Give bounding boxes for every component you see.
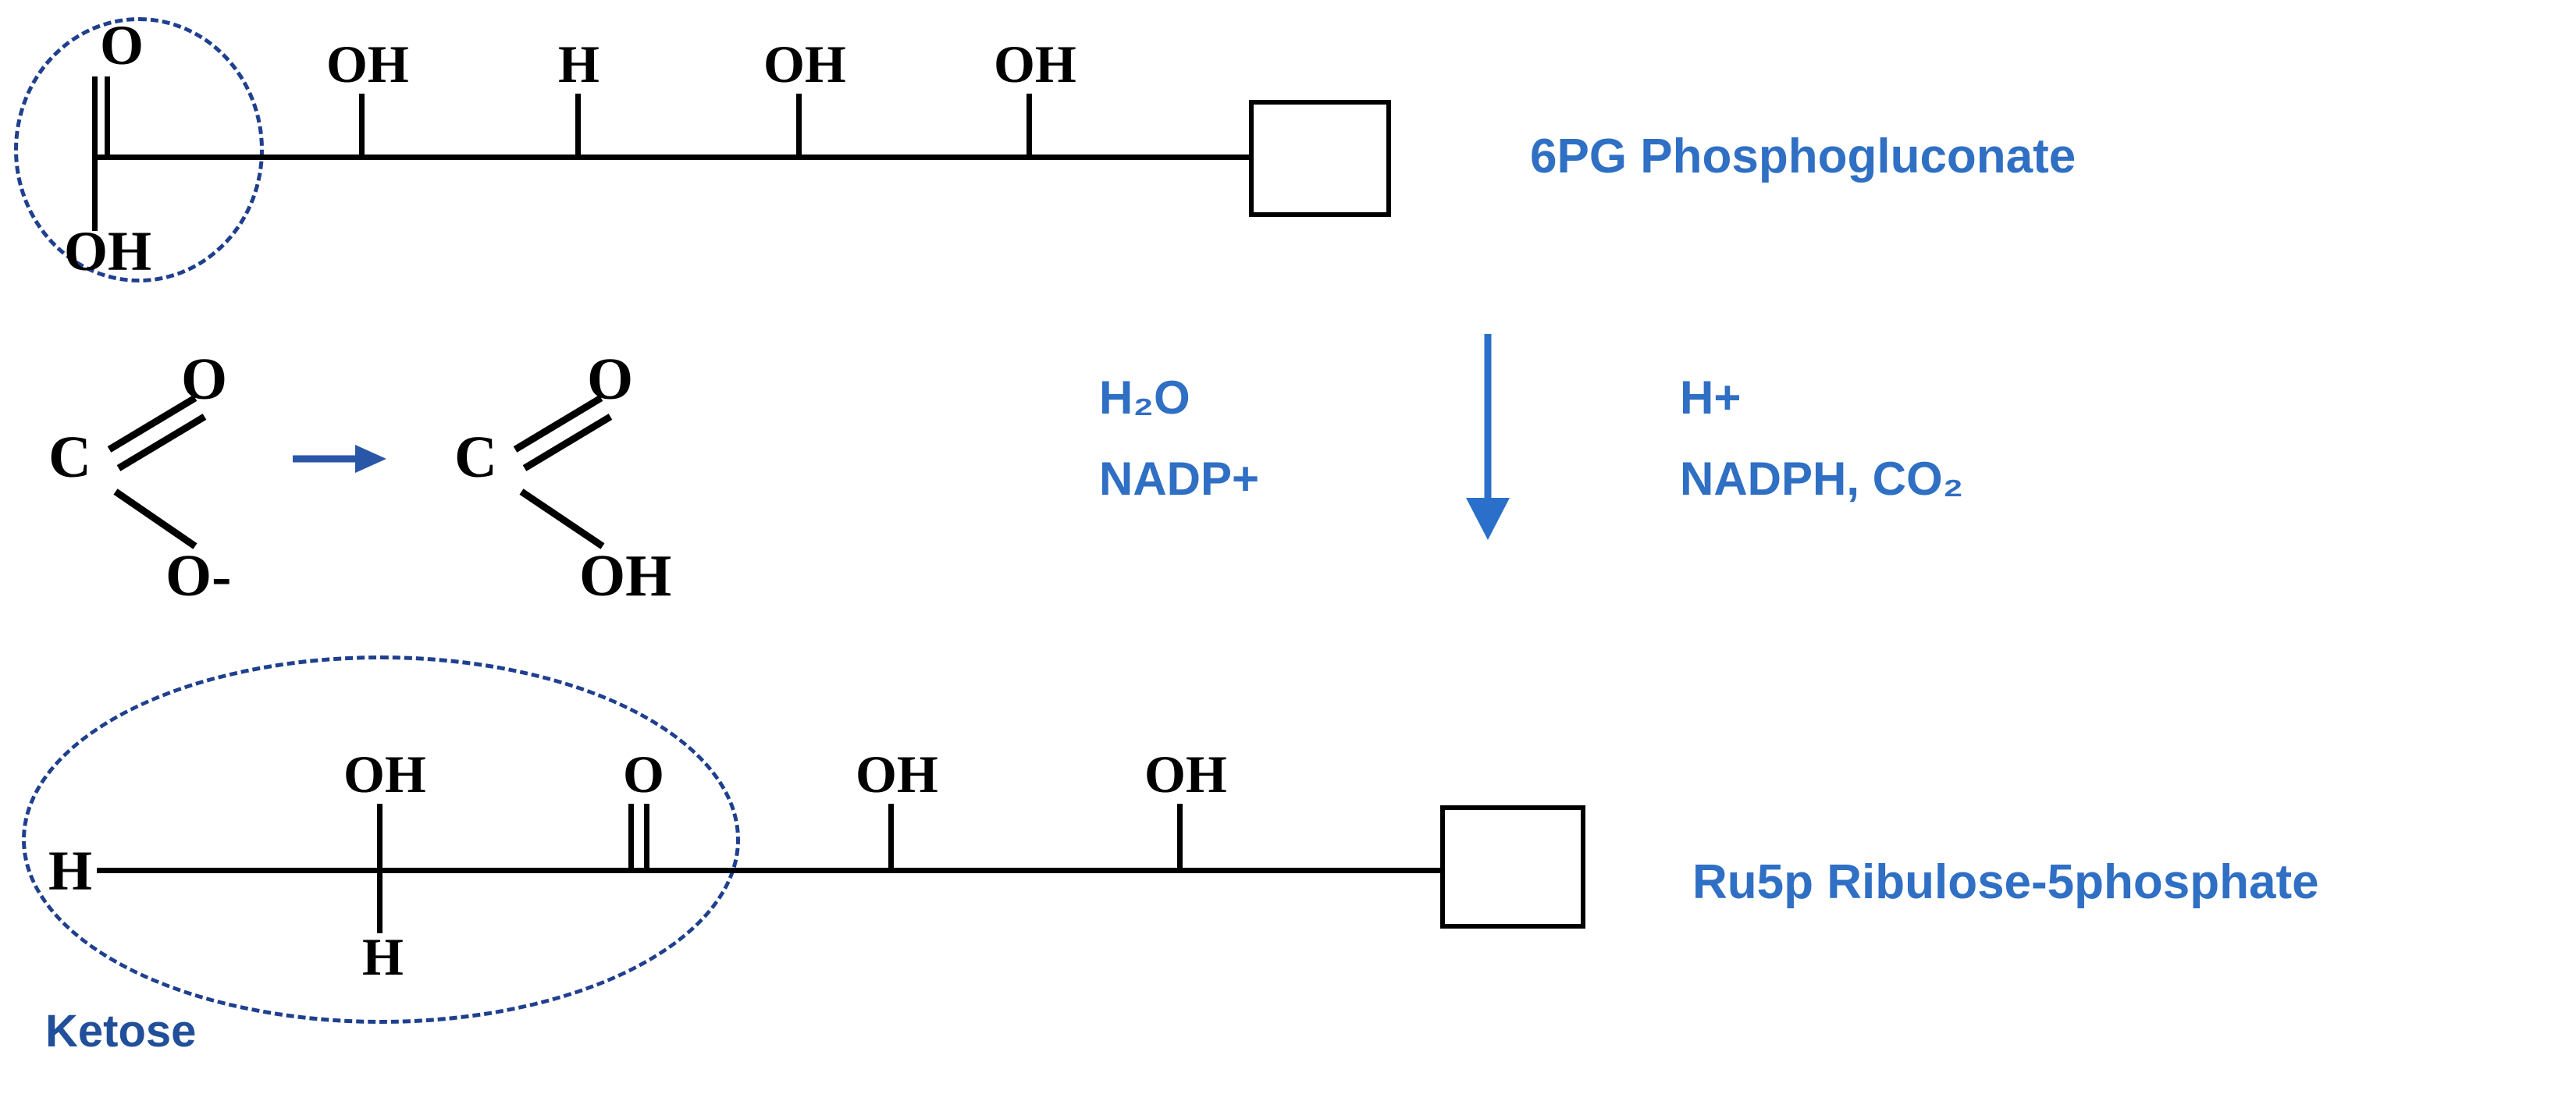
- top-carboxyl-double-bond-line-2: [105, 76, 110, 158]
- top-c2-substituent-label: OH: [326, 34, 409, 94]
- bottom-molecule-name-label: Ru5p Ribulose-5phosphate: [1692, 855, 2319, 909]
- bottom-c2-up-bond: [377, 804, 382, 869]
- bottom-ketone-oxygen-label: O: [623, 744, 664, 804]
- bottom-ketone-double-bond-line-1: [628, 804, 634, 869]
- top-c4-substituent-label: OH: [763, 34, 846, 94]
- substrate-line-2: NADP+: [1099, 453, 1260, 505]
- inset-right-hydroxyl-label: OH: [579, 543, 672, 609]
- bottom-c2-hydrogen-label: H: [362, 927, 404, 986]
- bottom-ketone-double-bond-line-2: [644, 804, 649, 869]
- ketose-highlight-ellipse: [22, 655, 740, 1024]
- product-line-2: NADPH, CO₂: [1680, 453, 1964, 505]
- inset-left-carbonyl-oxygen-label: O: [181, 346, 228, 412]
- product-line-1: H+: [1680, 371, 1742, 424]
- top-carboxyl-double-bond-line-1: [92, 76, 98, 158]
- bottom-c2-hydroxyl-label: OH: [343, 744, 426, 804]
- top-c4-bond: [796, 94, 802, 158]
- top-c5-bond: [1026, 94, 1032, 158]
- inset-right-carbon-label: C: [454, 425, 497, 490]
- inset-right-carbonyl-oxygen-label: O: [587, 346, 634, 412]
- bottom-chain-backbone: [97, 868, 1447, 873]
- top-phosphate-box: [1249, 100, 1391, 217]
- top-c3-bond: [575, 94, 581, 158]
- inset-left-carbon-label: C: [48, 425, 91, 490]
- top-molecule-name-label: 6PG Phosphogluconate: [1530, 130, 2076, 183]
- bottom-terminal-hydrogen-label: H: [48, 840, 93, 902]
- carboxyl-highlight-ellipse: [14, 17, 264, 282]
- top-carboxyl-single-bond: [92, 156, 98, 231]
- bottom-c4-bond: [888, 804, 894, 869]
- top-carboxyl-oxygen-label: O: [100, 14, 144, 76]
- ketose-highlight-label: Ketose: [45, 1006, 197, 1057]
- bottom-c2-down-bond: [377, 868, 382, 933]
- top-c3-substituent-label: H: [558, 34, 600, 94]
- inset-left-oxyanion-label: O-: [165, 543, 232, 609]
- top-c2-bond: [359, 94, 365, 158]
- bottom-c5-substituent-label: OH: [1144, 744, 1227, 804]
- top-c5-substituent-label: OH: [994, 34, 1076, 94]
- top-chain-backbone: [92, 155, 1255, 160]
- top-carboxyl-hydroxyl-label: OH: [64, 220, 152, 282]
- bottom-phosphate-box: [1440, 805, 1585, 929]
- bottom-c4-substituent-label: OH: [856, 744, 938, 804]
- bottom-c5-bond: [1177, 804, 1183, 869]
- substrate-line-1: H₂O: [1099, 371, 1190, 424]
